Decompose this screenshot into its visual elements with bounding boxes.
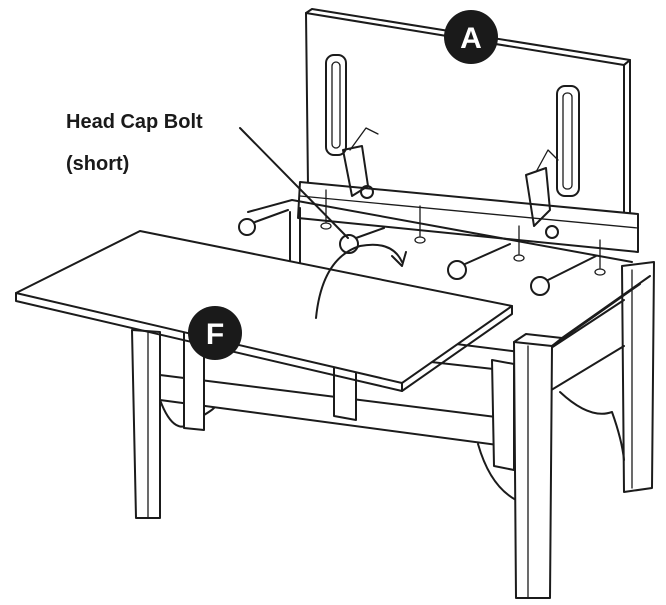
badge-f: F	[188, 306, 242, 360]
rotation-arrow	[315, 243, 407, 319]
knob-2	[339, 227, 385, 254]
hardware	[238, 189, 606, 296]
knob-4	[530, 255, 597, 296]
handle-left	[325, 54, 347, 156]
panel-a	[297, 8, 639, 253]
callout-label-line2: (short)	[66, 153, 130, 175]
badge-a: A	[444, 10, 498, 64]
knob-3	[447, 243, 511, 280]
hinge-left	[342, 127, 379, 199]
badge-f-label: F	[206, 318, 224, 351]
panel-f	[15, 230, 513, 392]
hinge-right	[525, 149, 559, 239]
callout-leader-line	[239, 127, 349, 239]
badge-a-label: A	[460, 22, 482, 55]
handle-right	[556, 85, 580, 197]
callout-label-line1: Head Cap Bolt	[66, 111, 203, 133]
knob-1	[238, 209, 289, 236]
